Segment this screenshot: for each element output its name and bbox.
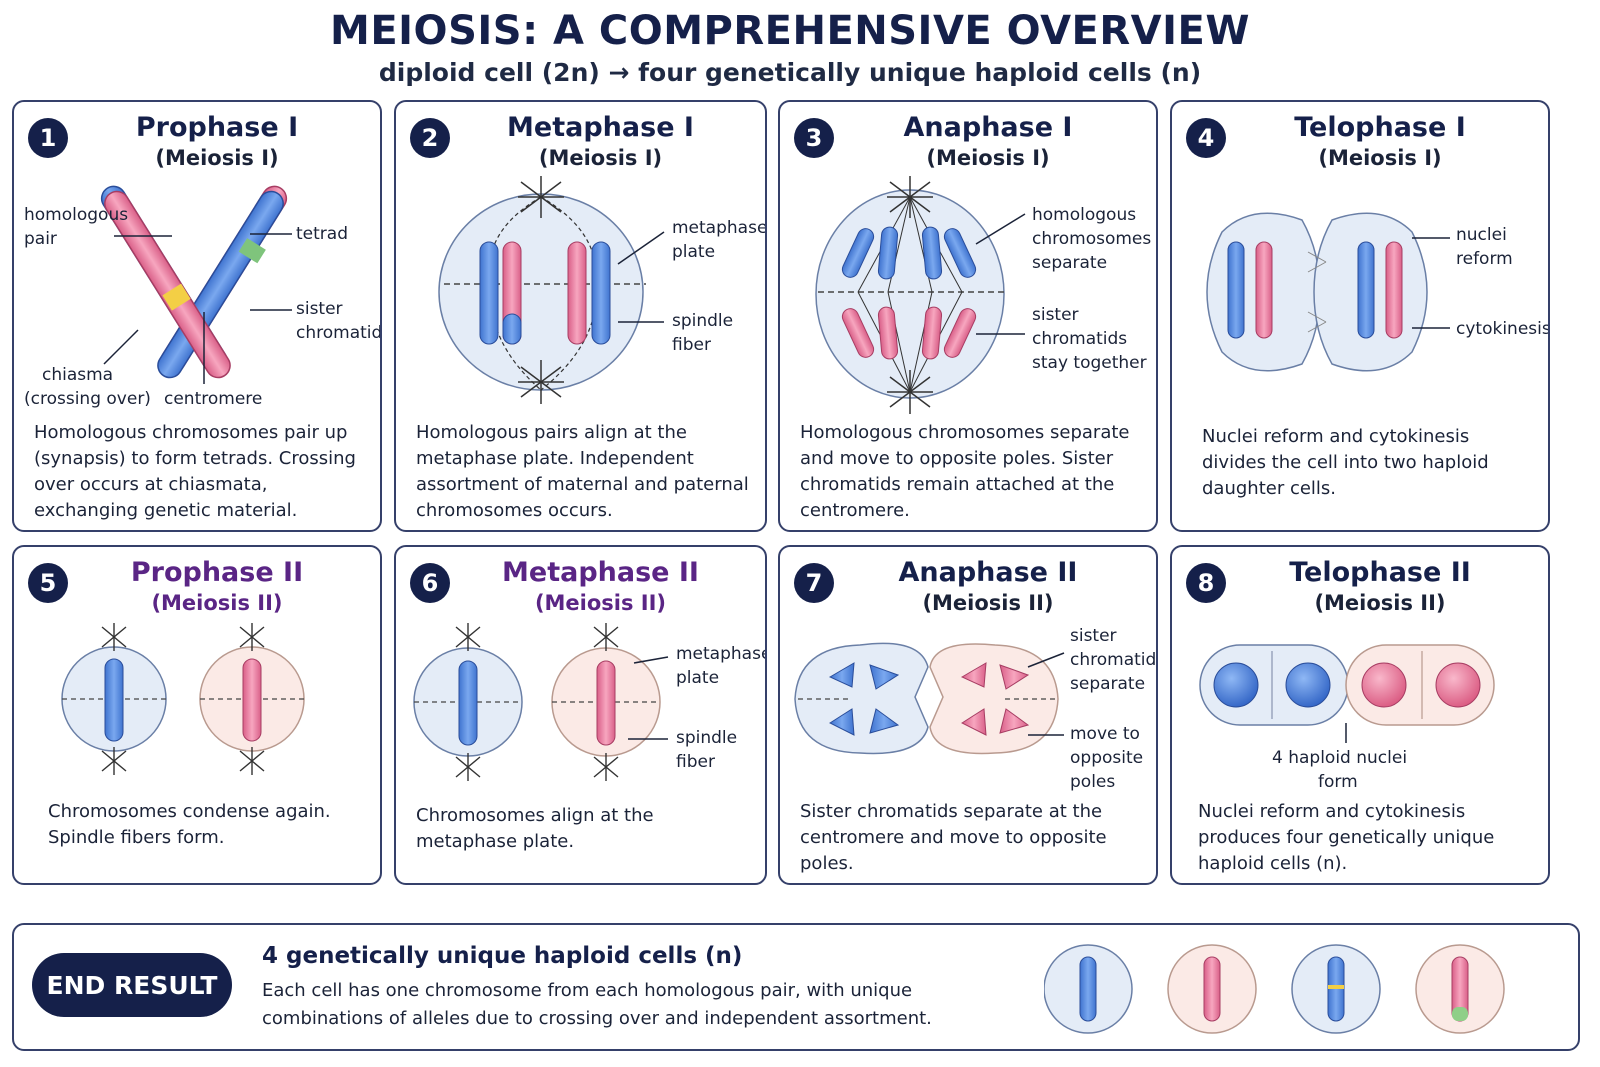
panel-description: Homologous pairs align at the metaphase … — [416, 422, 749, 521]
panel-description: Chromosomes condense again. Spindle fibe… — [48, 801, 331, 848]
panel-description: Sister chromatids separate at the centro… — [800, 801, 1107, 874]
label-reform: reform — [1456, 249, 1513, 269]
anaphase-1-diagram: homologous chromosomes separate sister c… — [815, 176, 1151, 414]
label-separate: separate — [1070, 674, 1145, 694]
panel-description: Homologous chromosomes pair up (synapsis… — [34, 422, 356, 521]
metaphase-2-diagram: metaphase plate spindle fiber — [413, 623, 767, 781]
panel-title: Telophase I — [1294, 112, 1466, 143]
label-chromatid: chromatid — [296, 323, 382, 343]
panel-title: Prophase II — [130, 557, 304, 588]
panel-title: Anaphase I — [903, 112, 1073, 143]
label-homologous: homologous — [1032, 205, 1136, 225]
label-tetrad: tetrad — [296, 224, 348, 244]
panel-telophase-2: 8 Telophase II (Meiosis II) 4 haploid nu… — [1170, 545, 1550, 885]
crossed-chromosome-blue — [100, 185, 288, 379]
step-badge-7: 7 — [794, 563, 834, 603]
panel-prophase-2: 5 Prophase II (Meiosis II) Chromosomes c… — [12, 545, 382, 885]
label-poles: poles — [1070, 772, 1115, 792]
end-result-badge: END RESULT — [32, 953, 232, 1017]
label-metaphase: metaphase — [676, 644, 767, 664]
panel-title: Metaphase I — [507, 112, 694, 143]
label-fiber: fiber — [672, 335, 711, 355]
panel-description: Chromosomes align at the metaphase plate… — [416, 805, 654, 852]
panel-subtitle: (Meiosis I) — [926, 146, 1050, 170]
label-crossing-over: (crossing over) — [24, 389, 151, 409]
end-result-panel: END RESULT 4 genetically unique haploid … — [12, 923, 1580, 1051]
haploid-cells-row — [1044, 944, 1505, 1034]
step-badge-2: 2 — [410, 118, 450, 158]
panel-telophase-1: 4 Telophase I (Meiosis I) nuclei reform … — [1170, 100, 1550, 532]
label-metaphase: metaphase — [672, 218, 767, 238]
panel-subtitle: (Meiosis II) — [534, 591, 667, 615]
label-haploid-nuclei: 4 haploid nuclei — [1272, 748, 1407, 768]
panel-description: Homologous chromosomes separate and move… — [800, 422, 1130, 521]
prophase-2-diagram — [61, 623, 305, 775]
panel-metaphase-2: 6 Metaphase II (Meiosis II) metaphase pl… — [394, 545, 767, 885]
panel-description: Nuclei reform and cytokinesis produces f… — [1198, 801, 1495, 874]
label-move-to: move to — [1070, 724, 1140, 744]
panel-title: Telophase II — [1289, 557, 1471, 588]
panel-prophase-1: 1 Prophase I (Meiosis I) homologous pair… — [12, 100, 382, 532]
label-sister: sister — [1070, 626, 1117, 646]
label-spindle: spindle — [676, 728, 737, 748]
label-separate: separate — [1032, 253, 1107, 273]
end-result-title: 4 genetically unique haploid cells (n) — [262, 943, 743, 969]
prophase-1-diagram: homologous pair tetrad sister chromatid … — [24, 185, 382, 409]
label-chromosomes: chromosomes — [1032, 229, 1151, 249]
page-title: MEIOSIS: A COMPREHENSIVE OVERVIEW — [330, 8, 1250, 54]
label-chiasma: chiasma — [42, 365, 113, 385]
label-fiber: fiber — [676, 752, 715, 772]
panel-subtitle: (Meiosis II) — [1314, 591, 1446, 615]
label-homologous: homologous — [24, 205, 128, 225]
step-badge-3: 3 — [794, 118, 834, 158]
panel-anaphase-2: 7 Anaphase II (Meiosis II) sister chroma… — [778, 545, 1158, 885]
spindle-pole-bottom — [518, 360, 564, 404]
panel-subtitle: (Meiosis II) — [922, 591, 1054, 615]
panel-title: Prophase I — [135, 112, 299, 143]
panel-subtitle: (Meiosis I) — [1318, 146, 1442, 170]
end-result-text: Each cell has one chromosome from each h… — [262, 980, 932, 1029]
label-plate: plate — [672, 242, 715, 262]
label-sister: sister — [296, 299, 343, 319]
telophase-1-diagram: nuclei reform cytokinesis — [1206, 212, 1550, 372]
label-chromatids: chromatids — [1070, 650, 1158, 670]
panel-subtitle: (Meiosis I) — [538, 146, 663, 170]
label-form: form — [1318, 772, 1358, 792]
label-nuclei: nuclei — [1456, 225, 1507, 245]
step-badge-8: 8 — [1186, 563, 1226, 603]
panel-title: Anaphase II — [898, 557, 1078, 588]
panel-subtitle: (Meiosis II) — [151, 591, 283, 615]
metaphase-1-diagram: metaphase plate spindle fiber — [438, 176, 767, 404]
panel-anaphase-1: 3 Anaphase I (Meiosis I) homologous chro… — [778, 100, 1158, 532]
panel-description: Nuclei reform and cytokinesis divides th… — [1202, 426, 1489, 499]
label-spindle: spindle — [672, 311, 733, 331]
anaphase-2-diagram: sister chromatids separate move to oppos… — [794, 626, 1158, 792]
label-cytokinesis: cytokinesis — [1456, 319, 1550, 339]
step-badge-6: 6 — [410, 563, 450, 603]
panel-title: Metaphase II — [502, 557, 699, 588]
label-opposite: opposite — [1070, 748, 1143, 768]
label-plate: plate — [676, 668, 719, 688]
label-sister: sister — [1032, 305, 1079, 325]
page-subtitle: diploid cell (2n) → four genetically uni… — [378, 58, 1202, 87]
label-pair: pair — [24, 229, 57, 249]
step-badge-1: 1 — [28, 118, 68, 158]
panel-metaphase-1: 2 Metaphase I (Meiosis I) metaphase plat… — [394, 100, 767, 532]
label-chromatids: chromatids — [1032, 329, 1127, 349]
telophase-2-diagram: 4 haploid nuclei form — [1199, 644, 1495, 792]
step-badge-5: 5 — [28, 563, 68, 603]
step-badge-4: 4 — [1186, 118, 1226, 158]
panel-subtitle: (Meiosis I) — [155, 146, 279, 170]
spindle-pole-top — [518, 176, 564, 218]
label-stay-together: stay together — [1032, 353, 1147, 373]
label-centromere: centromere — [164, 389, 262, 409]
